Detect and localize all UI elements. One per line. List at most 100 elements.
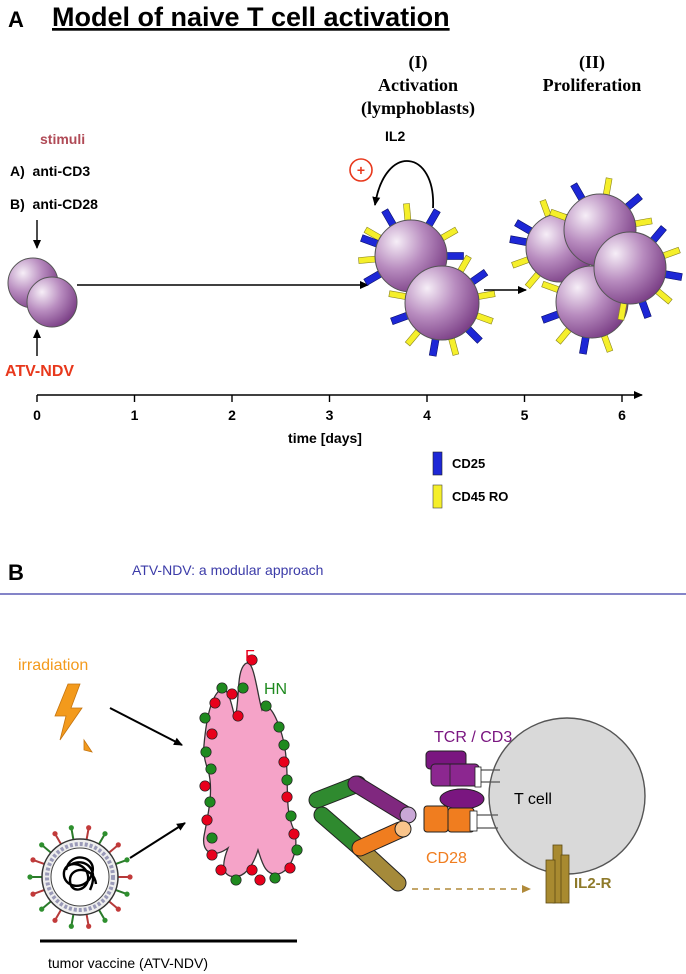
naive-t-cell (26, 276, 78, 328)
virus-spike-tip (30, 891, 36, 897)
virus-membrane (45, 842, 115, 912)
vaccine-label: tumor vaccine (ATV-NDV) (48, 955, 208, 971)
virus-spike-tip (39, 906, 45, 912)
hn-protein-dot (237, 682, 249, 694)
f-protein-dot (201, 814, 213, 826)
stimulus-anti-cd28: B) anti-CD28 (10, 196, 98, 212)
virus-spike-tip (102, 831, 108, 837)
hn-protein-dot (204, 796, 216, 808)
phase-2-number: (II) (579, 52, 605, 73)
f-protein-dot (226, 688, 238, 700)
hn-protein-dot (278, 739, 290, 751)
t-cell (488, 717, 646, 875)
bispecific-antibody-cd28 (313, 806, 412, 892)
f-protein-dot (209, 697, 221, 709)
axis-tick-label: 2 (228, 407, 236, 423)
virus-spike-tip (27, 874, 33, 880)
virus-spike-tip (68, 923, 74, 929)
virus-spike-tip (124, 891, 130, 897)
plus-sign: + (357, 162, 365, 178)
cd28-label: CD28 (426, 850, 467, 867)
f-protein-dot (278, 756, 290, 768)
legend-label-cd25: CD25 (452, 456, 485, 471)
f-protein-dot (199, 780, 211, 792)
f-protein-dot (206, 849, 218, 861)
f-protein-dot (281, 791, 293, 803)
virus-spike-tip (115, 842, 121, 848)
phase-1-number: (I) (409, 52, 428, 73)
ndv-virus-icon (27, 825, 133, 929)
virus-spike-tip (115, 906, 121, 912)
panel-a-letter: A (8, 7, 24, 32)
f-protein-label: F (245, 648, 255, 665)
cd28-receptor (423, 805, 498, 833)
hn-protein-dot (260, 700, 272, 712)
hn-protein-dot (216, 682, 228, 694)
lightning-bolt-icon (54, 683, 93, 753)
activated-t-cell (358, 203, 464, 293)
phase-2-name: Proliferation (543, 75, 642, 95)
t-cell-label: T cell (514, 791, 552, 808)
panel-b-letter: B (8, 560, 24, 585)
f-protein-dot (254, 874, 266, 886)
hn-protein-dot (205, 763, 217, 775)
bispecific-antibody-cd3 (308, 775, 417, 824)
virus-spike-tip (52, 917, 58, 923)
hn-protein-dot (206, 832, 218, 844)
phase-1-name: Activation (378, 75, 458, 95)
hn-protein-dot (269, 872, 281, 884)
virus-spike-tip (30, 857, 36, 863)
axis-tick-label: 0 (33, 407, 41, 423)
activated-t-cell (593, 225, 683, 321)
panel-b-subtitle: ATV-NDV: a modular approach (132, 562, 323, 578)
virus-spike-tip (68, 825, 74, 831)
activated-t-cell (388, 254, 496, 357)
stimuli-heading: stimuli (40, 131, 85, 147)
f-protein-dot (246, 864, 258, 876)
plus-icon (349, 158, 373, 182)
cell-body (593, 231, 667, 305)
atv-ndv-label: ATV-NDV (5, 363, 74, 380)
virus-rna-genome (62, 856, 98, 891)
axis-tick-label: 4 (423, 407, 431, 423)
virus-core (50, 847, 110, 907)
phase-1-subtitle: (lymphoblasts) (361, 98, 475, 119)
irradiation-label: irradiation (18, 657, 88, 674)
virus-spike-tip (39, 842, 45, 848)
hn-protein-dot (285, 810, 297, 822)
il2r-label: IL2-R (574, 875, 612, 892)
irradiation-arrow (109, 707, 183, 746)
virus-spike-tip (86, 825, 92, 831)
il2-loop-arrow (372, 160, 434, 209)
legend-swatch-cd25 (432, 451, 443, 476)
il2-receptor (545, 844, 570, 904)
axis-tick-label: 6 (618, 407, 626, 423)
axis-tick-label: 5 (521, 407, 529, 423)
virus-arrow (129, 822, 186, 859)
hn-protein-dot (199, 712, 211, 724)
virus-spike-tip (52, 831, 58, 837)
hn-protein-label: HN (264, 681, 287, 698)
hn-protein-dot (291, 844, 303, 856)
hn-protein-dot (200, 746, 212, 758)
f-protein-dot (288, 828, 300, 840)
panel-a-title: Model of naive T cell activation (52, 2, 450, 32)
hn-protein-dot (281, 774, 293, 786)
hn-protein-dot (230, 874, 242, 886)
axis-label: time [days] (288, 430, 362, 446)
legend-swatch-cd45ro (432, 484, 443, 509)
virus-spike-tip (124, 857, 130, 863)
axis-tick-label: 1 (131, 407, 139, 423)
virus-spike-tip (102, 917, 108, 923)
il2-label: IL2 (385, 128, 405, 144)
f-protein-dot (246, 654, 258, 666)
stimulus-anti-cd3: A) anti-CD3 (10, 163, 90, 179)
axis-tick-label: 3 (326, 407, 334, 423)
cell-body (404, 265, 480, 341)
f-protein-dot (284, 862, 296, 874)
f-protein-dot (206, 728, 218, 740)
virus-spike-tip (86, 923, 92, 929)
hn-protein-dot (273, 721, 285, 733)
tcr-cd3-label: TCR / CD3 (434, 729, 512, 746)
f-protein-dot (232, 710, 244, 722)
